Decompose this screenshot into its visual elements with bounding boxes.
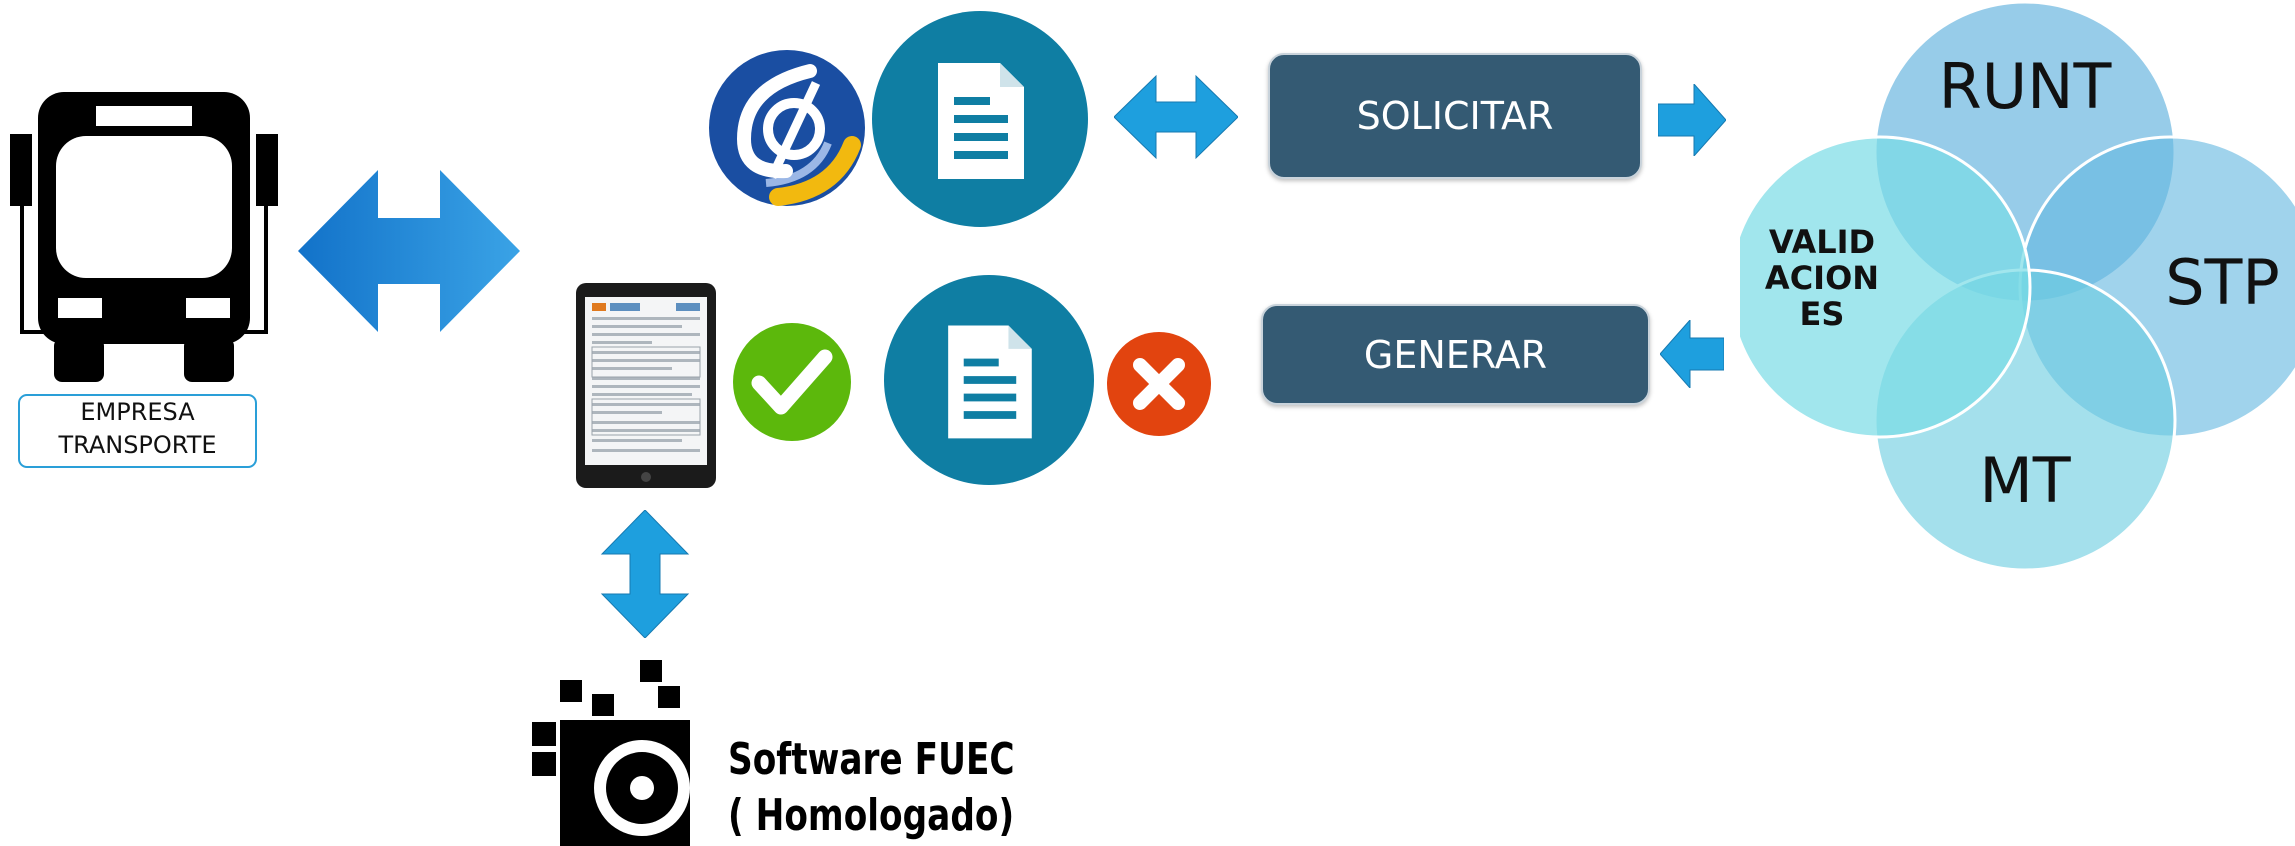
venn-diagram (1740, 0, 2295, 572)
software-logo-icon (532, 660, 690, 846)
validaciones-line2: ACION (1764, 259, 1880, 297)
solicitar-button[interactable]: SOLICITAR (1268, 53, 1642, 179)
software-line2: ( Homologado) (728, 790, 1015, 841)
cross-icon (1107, 332, 1211, 436)
venn-label-stp: STP (2165, 246, 2280, 319)
empresa-transporte-box: EMPRESA TRANSPORTE (18, 394, 257, 468)
document-icon (884, 275, 1094, 485)
double-arrow-horizontal-icon (298, 170, 520, 332)
double-arrow-small-icon (1114, 74, 1238, 160)
arrow-left-icon (1660, 320, 1724, 388)
software-line1: Software FUEC (728, 734, 1015, 785)
solicitar-label: SOLICITAR (1356, 94, 1554, 138)
tablet-icon (576, 283, 716, 488)
generar-button[interactable]: GENERAR (1261, 304, 1650, 405)
arrow-right-icon (1658, 84, 1726, 156)
software-fuec-label: Software FUEC ( Homologado) (728, 732, 1015, 844)
bus-icon (10, 92, 278, 382)
generar-label: GENERAR (1363, 332, 1548, 377)
validaciones-line3: ES (1799, 295, 1845, 333)
venn-circle-validaciones (1740, 135, 2032, 439)
check-icon (733, 323, 851, 441)
double-arrow-vertical-icon (600, 510, 690, 638)
venn-label-mt: MT (1979, 444, 2071, 517)
logo-icon (709, 50, 865, 206)
document-icon (872, 11, 1088, 227)
validaciones-line1: VALID (1768, 223, 1876, 261)
venn-label-runt: RUNT (1938, 50, 2112, 123)
venn-label-validaciones: VALID ACION ES (1747, 224, 1897, 332)
empresa-label-line1: EMPRESA (80, 398, 195, 426)
empresa-label-line2: TRANSPORTE (58, 431, 217, 459)
